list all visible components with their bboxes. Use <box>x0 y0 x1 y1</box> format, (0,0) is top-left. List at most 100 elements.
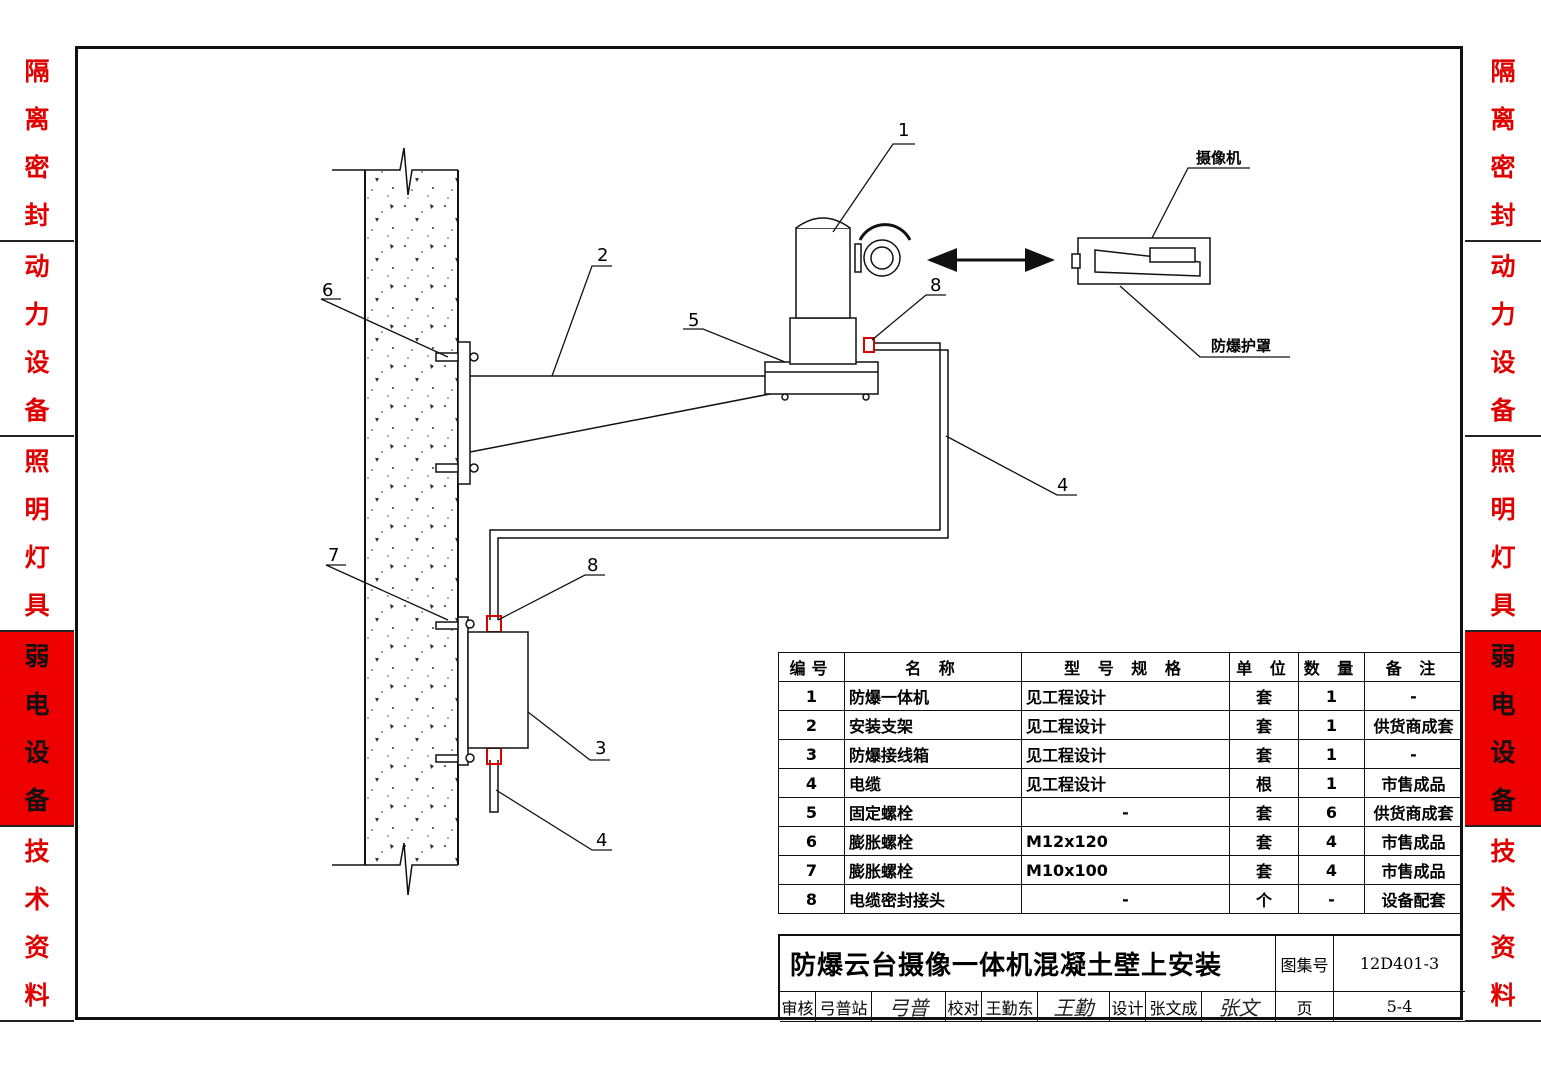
category-char: 弱 <box>1490 641 1516 671</box>
callout-5: 5 <box>688 310 700 331</box>
category-tab-3[interactable]: 弱电设备 <box>1465 632 1541 827</box>
table-cell: 固定螺栓 <box>844 797 1022 827</box>
category-char: 灯 <box>1490 543 1516 573</box>
callout-housing: 防爆护罩 <box>1211 337 1272 355</box>
category-char: 灯 <box>24 543 50 573</box>
table-header: 单 位 <box>1229 652 1299 682</box>
category-char: 密 <box>1490 153 1516 183</box>
mounting-bracket <box>435 341 879 485</box>
drawing-title: 防爆云台摄像一体机混凝土壁上安装 <box>780 936 1276 992</box>
category-tab-3[interactable]: 弱电设备 <box>0 632 74 827</box>
callout-7: 7 <box>328 545 340 566</box>
table-cell: 1 <box>778 681 845 711</box>
table-cell: - <box>1364 739 1463 769</box>
category-char: 备 <box>24 786 50 816</box>
category-tab-1[interactable]: 动力设备 <box>0 242 74 437</box>
table-cell: 4 <box>1298 826 1365 856</box>
checker-signature: 王勤 <box>1038 992 1110 1022</box>
title-block: 防爆云台摄像一体机混凝土壁上安装 图集号 12D401-3 审核 弓普站 弓普 … <box>778 934 1465 1022</box>
category-tab-4[interactable]: 技术资料 <box>0 827 74 1022</box>
designer-name: 张文成 <box>1146 992 1202 1022</box>
table-header: 备 注 <box>1364 652 1463 682</box>
drawing-frame <box>75 46 1463 1020</box>
category-char: 料 <box>24 981 50 1011</box>
table-cell: 见工程设计 <box>1021 739 1230 769</box>
table-header: 型 号 规 格 <box>1021 652 1230 682</box>
callout-2: 2 <box>597 245 609 266</box>
table-cell: 6 <box>1298 797 1365 827</box>
category-char: 照 <box>1490 446 1516 476</box>
category-tab-0[interactable]: 隔离密封 <box>1465 47 1541 242</box>
table-cell: 套 <box>1229 826 1299 856</box>
callout-6: 6 <box>322 280 334 301</box>
category-char: 电 <box>1490 689 1516 719</box>
table-cell: 3 <box>778 739 845 769</box>
table-cell: - <box>1364 681 1463 711</box>
category-char: 设 <box>24 738 50 768</box>
table-cell: - <box>1298 884 1365 914</box>
table-cell: 供货商成套 <box>1364 797 1463 827</box>
table-cell: 4 <box>778 768 845 798</box>
table-cell: 见工程设计 <box>1021 710 1230 740</box>
category-char: 料 <box>1490 981 1516 1011</box>
table-cell: 防爆接线箱 <box>844 739 1022 769</box>
callout-4b: 4 <box>596 830 608 851</box>
design-label: 设计 <box>1110 992 1146 1022</box>
table-cell: 市售成品 <box>1364 826 1463 856</box>
callout-1: 1 <box>898 120 910 141</box>
table-cell: 套 <box>1229 681 1299 711</box>
table-cell: 个 <box>1229 884 1299 914</box>
table-cell: 5 <box>778 797 845 827</box>
category-char: 动 <box>1490 251 1516 281</box>
table-header: 数 量 <box>1298 652 1365 682</box>
category-tab-4[interactable]: 技术资料 <box>1465 827 1541 1022</box>
category-char: 封 <box>24 201 50 231</box>
category-tab-1[interactable]: 动力设备 <box>1465 242 1541 437</box>
table-cell: 供货商成套 <box>1364 710 1463 740</box>
table-cell: M10x100 <box>1021 855 1230 885</box>
table-cell: 市售成品 <box>1364 855 1463 885</box>
reviewer-name: 弓普站 <box>816 992 872 1022</box>
table-cell: 根 <box>1229 768 1299 798</box>
table-cell: - <box>1021 797 1230 827</box>
category-char: 技 <box>24 836 50 866</box>
category-char: 备 <box>1490 786 1516 816</box>
table-cell: 1 <box>1298 739 1365 769</box>
category-char: 隔 <box>24 56 50 86</box>
junction-box <box>435 616 529 766</box>
leader-lines <box>320 143 1290 851</box>
designer-signature: 张文 <box>1202 992 1276 1022</box>
category-char: 离 <box>1490 104 1516 134</box>
callout-4a: 4 <box>1057 475 1069 496</box>
category-char: 隔 <box>1490 56 1516 86</box>
table-cell: 8 <box>778 884 845 914</box>
table-cell: - <box>1021 884 1230 914</box>
callout-8b: 8 <box>587 555 599 576</box>
atlas-label: 图集号 <box>1276 936 1334 992</box>
table-cell: 防爆一体机 <box>844 681 1022 711</box>
table-cell: 安装支架 <box>844 710 1022 740</box>
table-cell: 电缆 <box>844 768 1022 798</box>
table-cell: 套 <box>1229 797 1299 827</box>
left-category-strip: 隔离密封动力设备照明灯具弱电设备技术资料 <box>0 47 74 1022</box>
explosion-proof-camera <box>789 217 912 365</box>
category-char: 设 <box>1490 348 1516 378</box>
category-char: 具 <box>24 591 50 621</box>
table-cell: 1 <box>1298 681 1365 711</box>
category-char: 技 <box>1490 836 1516 866</box>
category-char: 备 <box>24 396 50 426</box>
table-cell: 见工程设计 <box>1021 681 1230 711</box>
category-char: 设 <box>24 348 50 378</box>
category-char: 照 <box>24 446 50 476</box>
category-char: 明 <box>24 494 50 524</box>
category-tab-0[interactable]: 隔离密封 <box>0 47 74 242</box>
check-label: 校对 <box>946 992 982 1022</box>
category-tab-2[interactable]: 照明灯具 <box>0 437 74 632</box>
category-tab-2[interactable]: 照明灯具 <box>1465 437 1541 632</box>
